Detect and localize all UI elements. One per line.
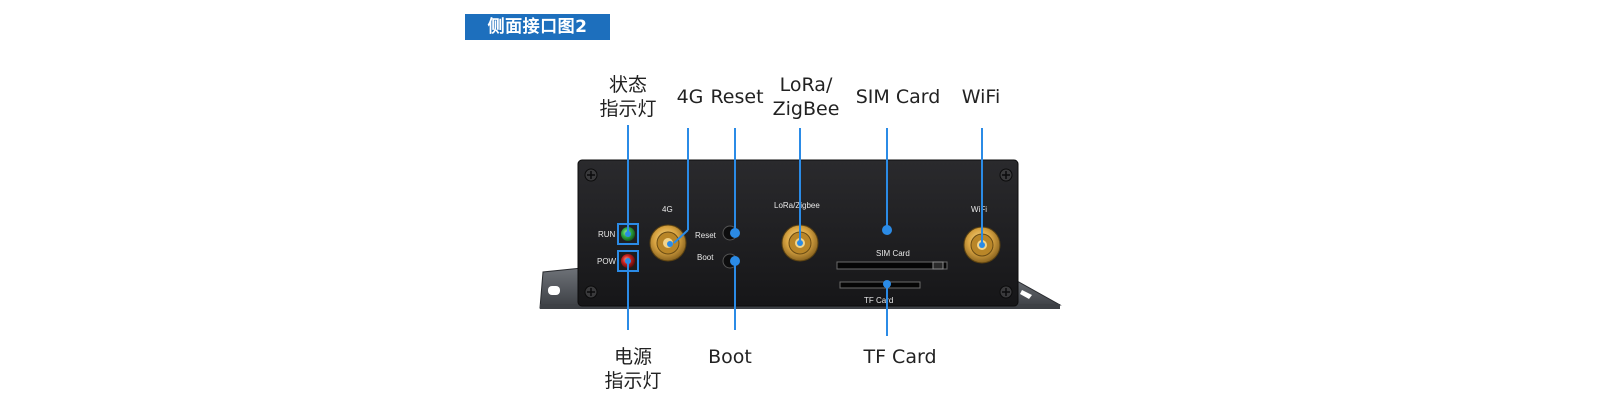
- screw-bottom-right-icon: [999, 285, 1013, 299]
- callout-reset: Reset: [710, 86, 764, 108]
- endpoint-dot-reset: [730, 228, 740, 238]
- endpoint-dot-boot: [730, 256, 740, 266]
- screw-bottom-left-icon: [584, 285, 598, 299]
- callout-status-led: 状态 指示灯: [599, 74, 657, 120]
- panel-label-wifi: WiFi: [971, 205, 987, 214]
- panel-label-4g: 4G: [662, 205, 673, 214]
- panel-label-pow: POW: [597, 257, 617, 266]
- panel-label-boot: Boot: [697, 253, 714, 262]
- endpoint-dot-lora-zigbee: [797, 240, 803, 246]
- screw-top-left-icon: [584, 168, 598, 182]
- endpoint-dot-wifi: [979, 242, 985, 248]
- callout-sim-card: SIM Card: [855, 86, 941, 108]
- diagram-title: 侧面接口图2: [465, 14, 610, 40]
- panel-label-tf-card: TF Card: [864, 296, 893, 305]
- left-flange-slot: [548, 286, 560, 295]
- callout-boot: Boot: [708, 346, 752, 368]
- panel-label-lora-zigbee: LoRa/Zigbee: [774, 201, 820, 210]
- sim-card-eject-icon: [932, 261, 944, 270]
- callout-lora-zigbee: LoRa/ ZigBee: [772, 74, 840, 120]
- panel-label-run: RUN: [598, 230, 616, 239]
- endpoint-dot-tf-card: [883, 280, 891, 288]
- panel-label-sim-card: SIM Card: [876, 249, 910, 258]
- callout-wifi: WiFi: [961, 86, 1001, 108]
- screw-top-right-icon: [999, 168, 1013, 182]
- callout-power-led: 电源 指示灯: [604, 346, 662, 392]
- callout-4g: 4G: [676, 86, 704, 108]
- panel-label-reset: Reset: [695, 231, 717, 240]
- left-mounting-flange: [539, 267, 583, 309]
- endpoint-dot-status-led: [625, 231, 631, 237]
- endpoint-dot-power-led: [625, 258, 631, 264]
- leader-line-4g-elbow: [673, 229, 689, 244]
- endpoint-dot-4g: [667, 241, 673, 247]
- callout-tf-card: TF Card: [863, 346, 937, 368]
- tf-card-slot: [839, 281, 921, 289]
- right-flange-slot: [1020, 290, 1032, 299]
- endpoint-dot-sim-card: [882, 225, 892, 235]
- sim-card-slot: [836, 261, 948, 270]
